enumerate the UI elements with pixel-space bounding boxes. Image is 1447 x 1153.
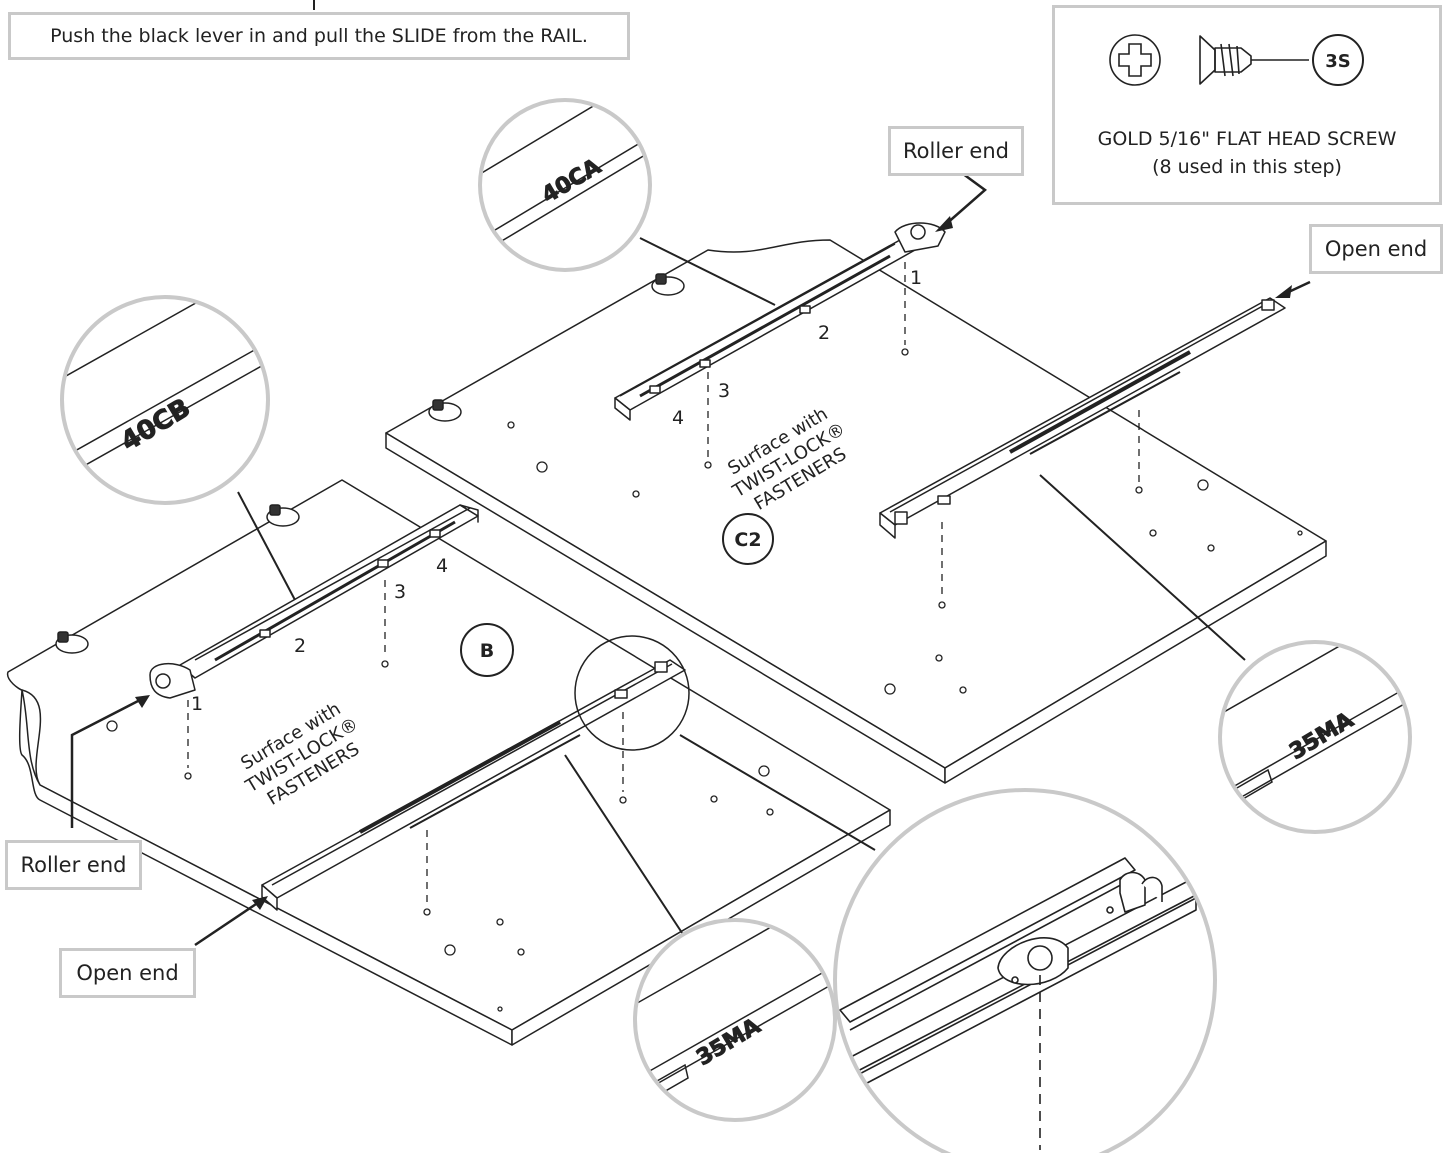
magnifier-35ma-c2: 35MA xyxy=(1218,640,1412,834)
hardware-badge-label: 3S xyxy=(1325,51,1351,72)
b-fasteners xyxy=(55,504,300,654)
panel-c2-right-edge xyxy=(944,540,1327,784)
hardware-quantity: (8 used in this step) xyxy=(1152,156,1342,178)
c2-slide-35ma xyxy=(879,297,1286,539)
b-open-end-label: Open end xyxy=(76,961,179,985)
phillips-head-icon xyxy=(1109,34,1161,86)
c2-roller-end-callout: Roller end xyxy=(888,126,1024,176)
hardware-name: GOLD 5/16" FLAT HEAD SCREW xyxy=(1097,128,1397,150)
c2-step-2: 2 xyxy=(818,322,830,344)
hardware-panel: 3S GOLD 5/16" FLAT HEAD SCREW (8 used in… xyxy=(1052,5,1442,205)
c2-step-4: 4 xyxy=(672,407,684,429)
b-badge-label: B xyxy=(480,640,494,662)
flat-head-screw-icon xyxy=(1199,35,1309,85)
panel-b-front-edge xyxy=(18,689,513,1046)
c2-badge-label: C2 xyxy=(734,529,761,551)
c2-fasteners xyxy=(428,273,685,422)
c2-step-3: 3 xyxy=(718,380,730,402)
panel-c2-top-face xyxy=(385,239,1327,769)
arrow-icon xyxy=(135,695,150,708)
b-step-2: 2 xyxy=(294,635,306,657)
magnifier-leaders xyxy=(237,237,1246,946)
b-rail-40cb xyxy=(149,504,479,699)
magnifier-40ca: 40CA xyxy=(478,98,652,272)
arrow-icon xyxy=(935,216,953,232)
b-step-3: 3 xyxy=(394,581,406,603)
b-step-4: 4 xyxy=(436,555,448,577)
hardware-badge: 3S xyxy=(1312,34,1364,86)
instruction-text: Push the black lever in and pull the SLI… xyxy=(50,25,588,47)
magnifier-40cb: 40CB xyxy=(60,295,270,505)
arrow-icon xyxy=(252,896,268,910)
b-roller-end-label: Roller end xyxy=(20,853,127,877)
c2-roller-end-label: Roller end xyxy=(903,139,1009,163)
magnifier-slide-detail xyxy=(833,788,1217,1153)
b-roller-end-callout: Roller end xyxy=(5,840,142,890)
c2-badge: C2 xyxy=(722,513,774,565)
c2-holes xyxy=(507,348,1303,695)
b-step-1: 1 xyxy=(191,693,203,715)
c2-screw-guides xyxy=(707,262,1140,598)
b-open-end-callout: Open end xyxy=(59,948,196,998)
b-badge: B xyxy=(460,623,514,677)
c2-open-end-callout: Open end xyxy=(1309,224,1443,274)
b-slide-35ma xyxy=(261,659,686,911)
panel-c2 xyxy=(385,239,1327,784)
c2-step-1: 1 xyxy=(910,267,922,289)
detail-source-circle xyxy=(574,635,690,751)
arrow-icon xyxy=(1275,285,1292,298)
magnifier-35ma-b: 35MA xyxy=(633,918,837,1122)
c2-rail-40ca xyxy=(614,222,946,421)
b-screw-guides xyxy=(187,580,624,905)
hardware-icons: 3S xyxy=(1109,34,1364,86)
instruction-box: Push the black lever in and pull the SLI… xyxy=(8,12,630,60)
c2-open-end-label: Open end xyxy=(1324,237,1428,261)
arrowheads xyxy=(135,216,1292,910)
b-holes xyxy=(106,660,774,1012)
